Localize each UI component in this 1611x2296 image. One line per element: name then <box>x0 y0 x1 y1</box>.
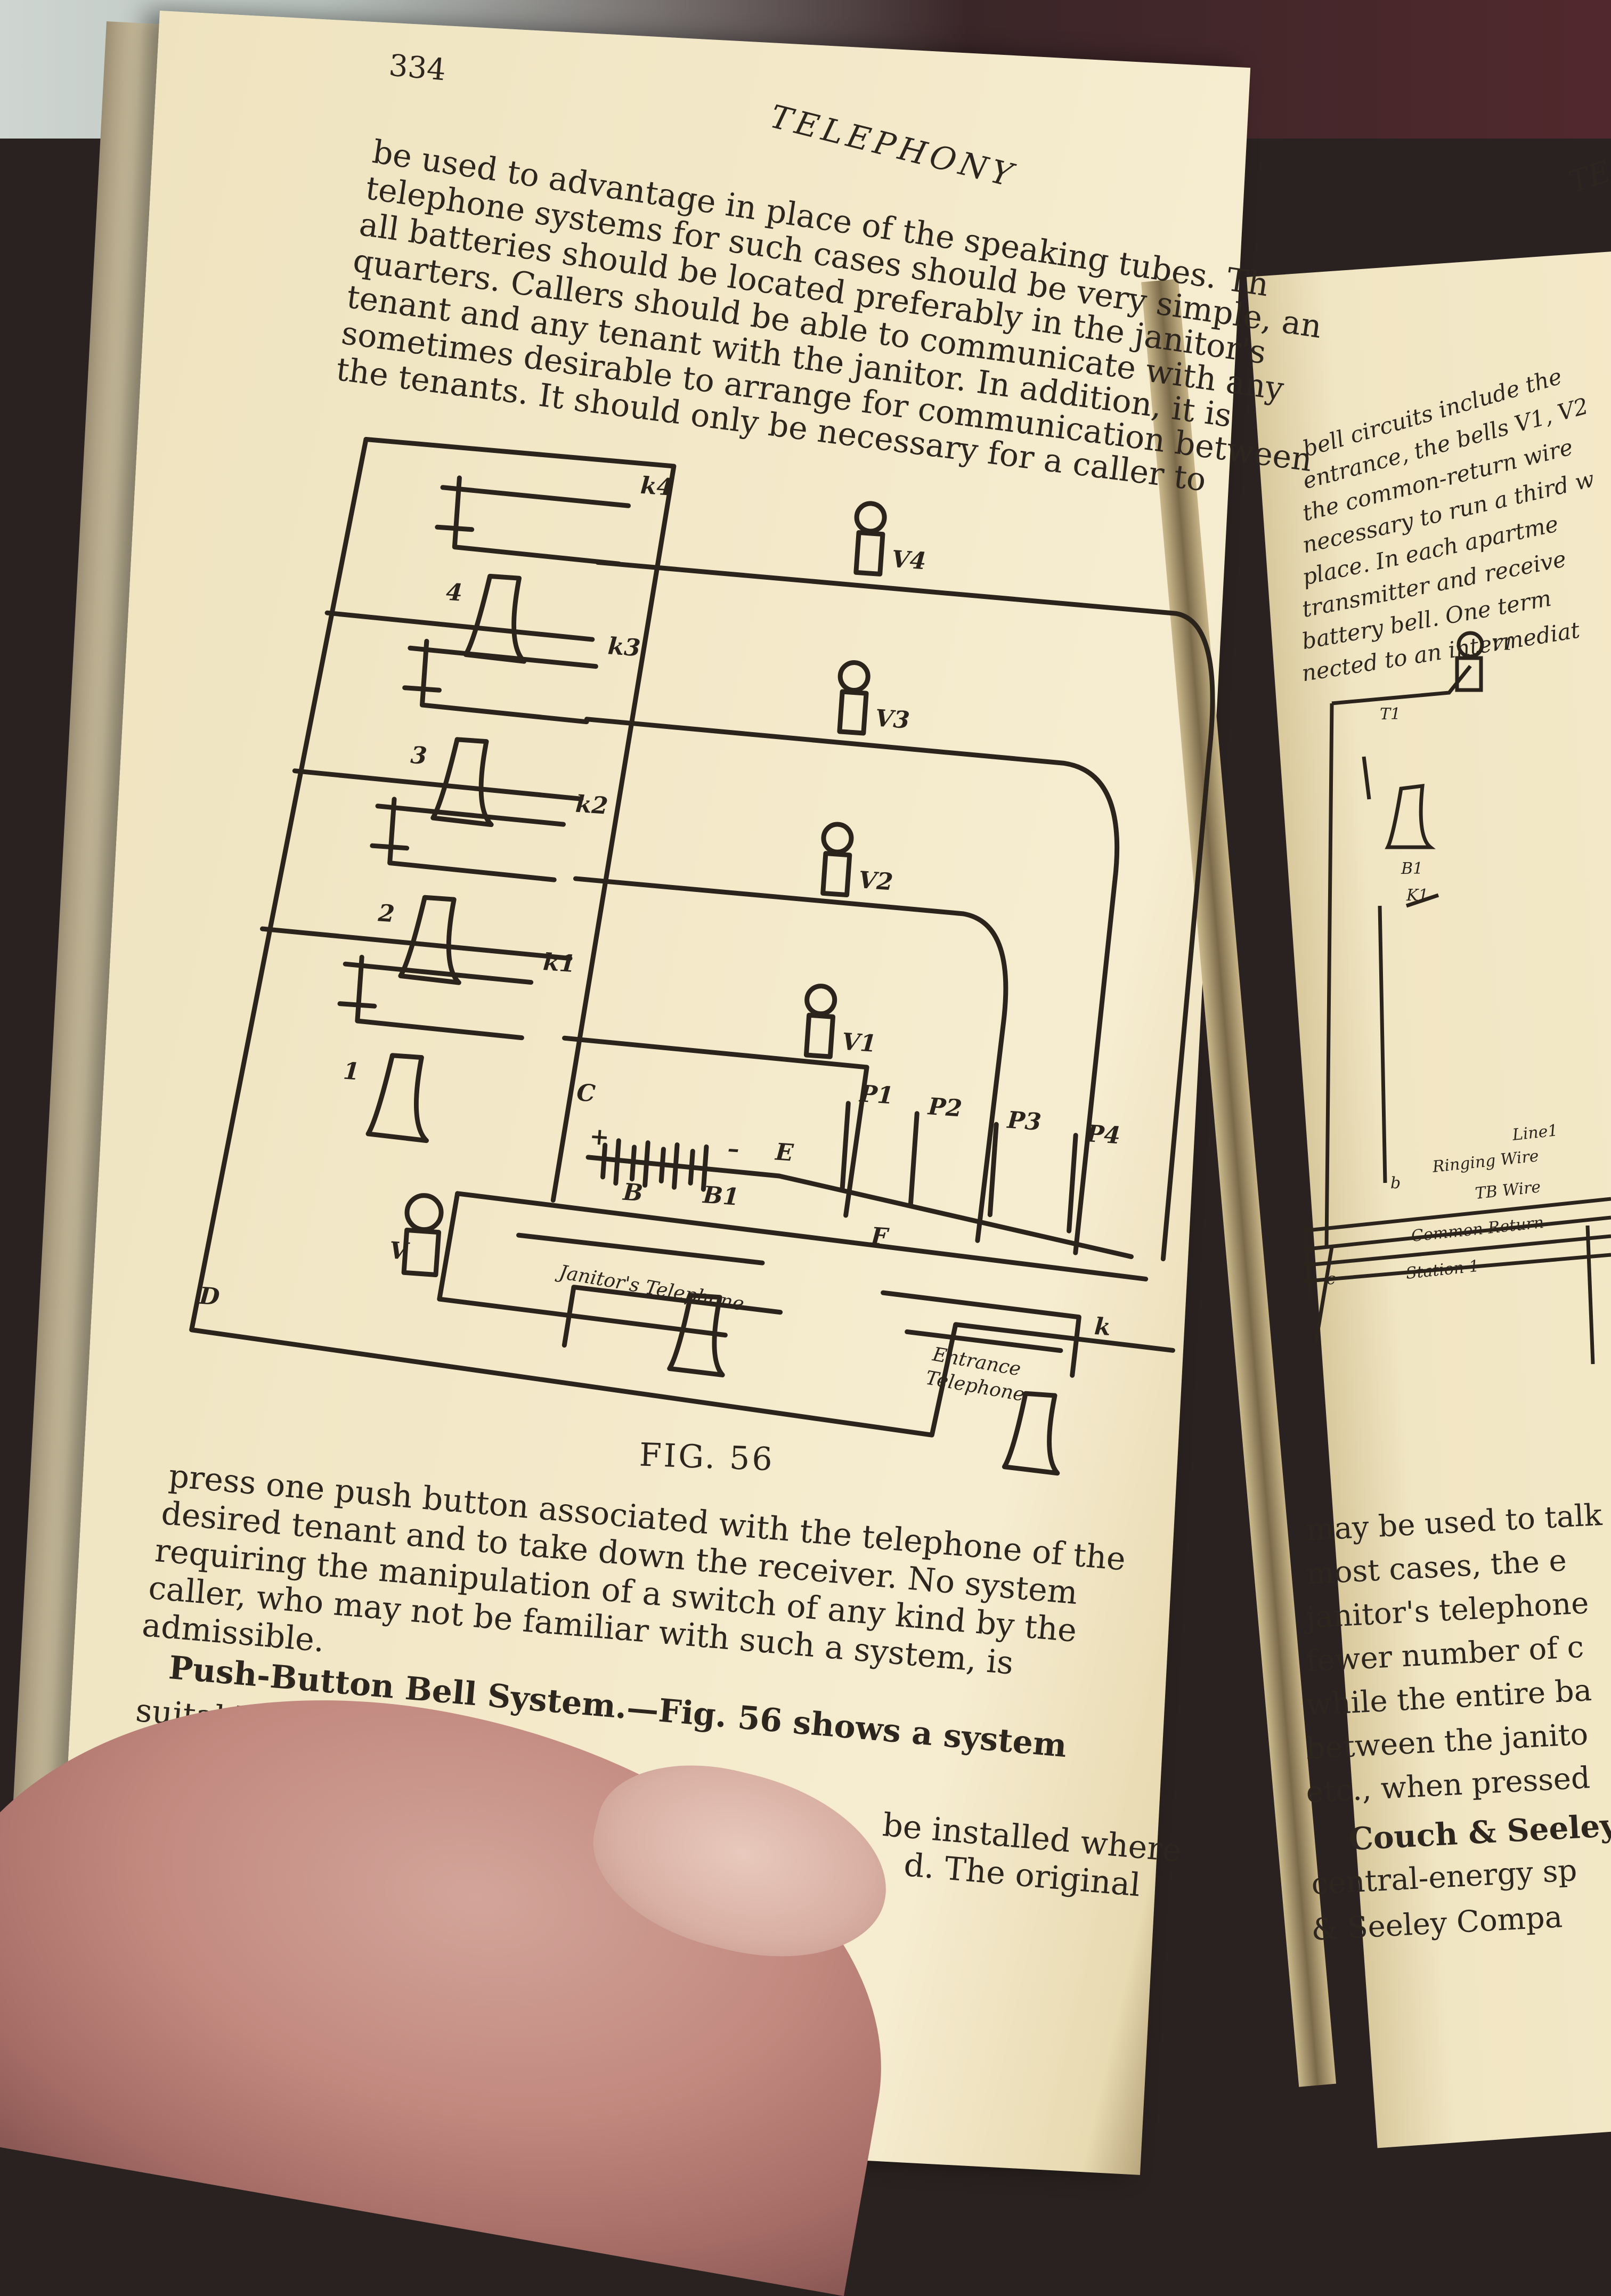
wire-label-e: E <box>774 1138 795 1166</box>
push-label-p2: P2 <box>926 1093 963 1122</box>
circuit-diagram: 4 3 2 1 k4 k3 k2 k1 V4 V3 V2 V1 P1 P2 P3… <box>0 0 1611 2148</box>
push-label-p3: P3 <box>1005 1107 1042 1136</box>
bell-label-v4: V4 <box>891 546 927 575</box>
station-number-2: 2 <box>377 899 395 928</box>
key-label-k1: k1 <box>542 948 577 978</box>
station-number-4: 4 <box>445 579 463 607</box>
battery-minus: – <box>727 1135 741 1163</box>
wire-label-c: C <box>576 1079 597 1107</box>
label-a: a <box>1305 1238 1315 1256</box>
label-ringing-wire: Ringing Wire <box>1431 1147 1540 1177</box>
label-station-1: Station 1 <box>1405 1257 1480 1283</box>
label-k1: K1 <box>1406 886 1429 905</box>
key-label-k: k <box>1093 1313 1111 1341</box>
bell-label-v3: V3 <box>874 705 910 734</box>
station-number-3: 3 <box>410 742 428 770</box>
key-label-k2: k2 <box>574 791 609 820</box>
station-number-1: 1 <box>342 1057 360 1085</box>
bell-label-v1: V1 <box>841 1028 877 1058</box>
bell-label-v: V <box>388 1237 410 1265</box>
battery-plus: + <box>589 1123 610 1151</box>
label-b1: B1 <box>1401 859 1423 878</box>
battery-label-b: B <box>621 1179 644 1207</box>
bell-label-v2: V2 <box>858 866 894 896</box>
label-v1: V1 <box>1492 636 1514 654</box>
key-label-k4: k4 <box>639 472 674 501</box>
push-label-p1: P1 <box>858 1080 894 1109</box>
wire-label-d: D <box>197 1283 221 1311</box>
push-label-p4: P4 <box>1085 1120 1121 1149</box>
right-page-diagram: V1 T1 B1 K1 Line1 Ringing Wire TB Wire C… <box>0 0 1611 2148</box>
label-b: b <box>1390 1174 1401 1192</box>
battery-label-b1: B1 <box>701 1181 740 1211</box>
wire-label-f: F <box>869 1222 890 1251</box>
label-line1: Line1 <box>1511 1121 1559 1145</box>
key-label-k3: k3 <box>607 632 641 662</box>
label-c: c <box>1327 1270 1336 1288</box>
label-t1: T1 <box>1380 705 1401 724</box>
label-tb-wire: TB Wire <box>1474 1178 1542 1203</box>
